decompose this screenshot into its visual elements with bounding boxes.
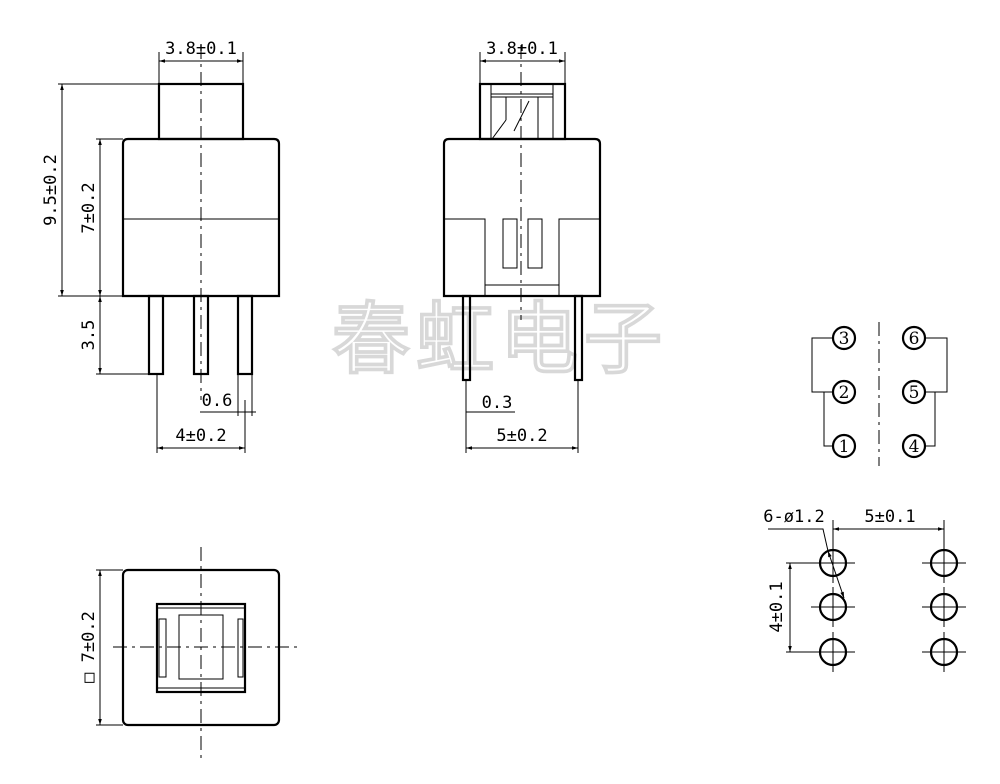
dim-pin-pitch: 4±0.2 [175, 426, 226, 446]
pin-label: 3 [839, 329, 850, 349]
dim-pin-span: 5±0.2 [496, 426, 547, 446]
dim-body-height: 7±0.2 [79, 182, 99, 233]
dim-plunger-width: 3.8±0.1 [486, 39, 558, 59]
dim-column-pitch: 5±0.1 [864, 507, 915, 527]
pin-3: 3 [831, 325, 857, 351]
pin-label: 5 [909, 383, 920, 403]
slot [527, 218, 543, 269]
front-view: 3.8±0.1 9.5±0.2 7±0.2 3.5 0.6 4±0.2 [41, 39, 281, 453]
dim-pin-length: 3.5 [79, 320, 99, 351]
body [121, 137, 281, 298]
dim-body-size: □ 7±0.2 [79, 611, 99, 683]
pin [236, 294, 254, 376]
pcb-hole [922, 632, 966, 672]
pin-5: 5 [901, 379, 927, 405]
watermark: 春虹电子 [332, 295, 668, 385]
dim-total-height: 9.5±0.2 [41, 154, 61, 226]
pin-6: 6 [901, 325, 927, 351]
plunger [478, 82, 567, 141]
side-view: 3.8±0.1 0.3 5±0.2 [442, 39, 602, 453]
pcb-hole [922, 587, 966, 627]
dim-pin-thickness: 0.3 [482, 393, 513, 413]
pin-schematic: 3 2 1 6 5 4 [811, 322, 948, 466]
dim-hole-spec: 6-ø1.2 [763, 507, 824, 527]
pcb-hole [811, 587, 855, 627]
slot [502, 218, 518, 269]
pin-2: 2 [831, 379, 857, 405]
dim-plunger-width: 3.8±0.1 [165, 39, 237, 59]
pcb-hole [922, 543, 966, 583]
pin-1: 1 [831, 433, 857, 459]
pin-label: 1 [839, 437, 850, 457]
pin [147, 294, 165, 376]
body [442, 137, 602, 298]
bottom-view: □ 7±0.2 [79, 547, 300, 762]
dim-pin-width: 0.6 [202, 391, 233, 411]
pin-label: 4 [909, 437, 920, 457]
dim-row-pitch: 4±0.1 [767, 581, 787, 632]
pin-label: 2 [839, 383, 850, 403]
pin-label: 6 [909, 329, 920, 349]
pcb-hole-layout: 5±0.1 4±0.1 6-ø1.2 [763, 507, 966, 672]
pin-4: 4 [901, 433, 927, 459]
